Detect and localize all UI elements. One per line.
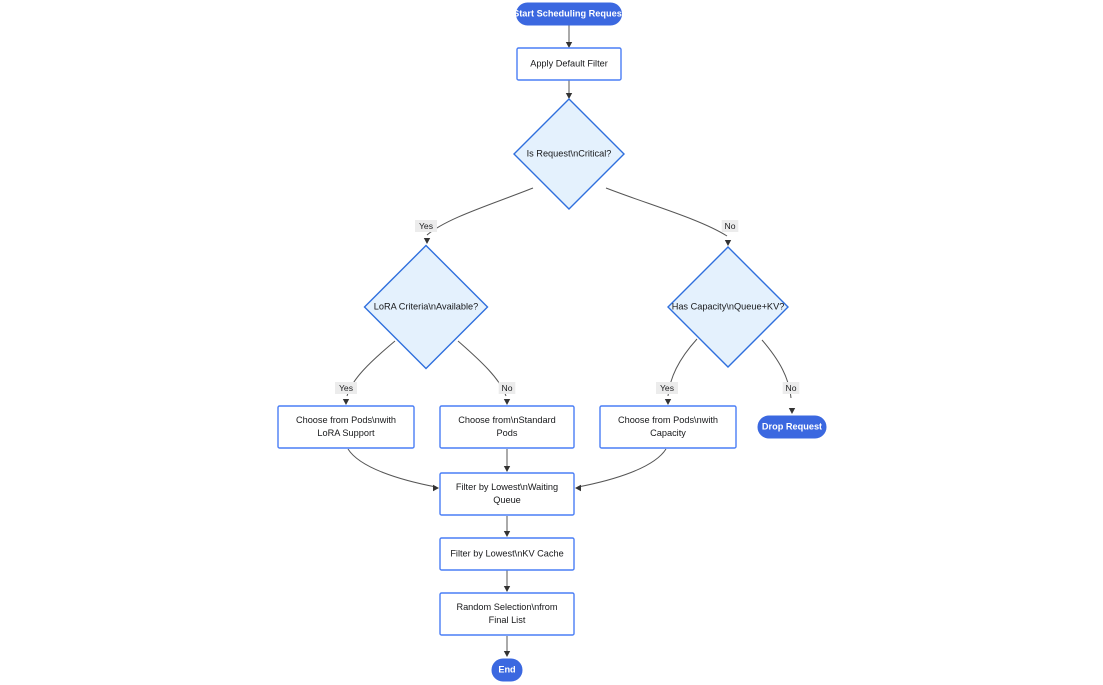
process-shape[interactable] (439, 405, 575, 449)
node-label: Filter by Lowest\nWaiting (456, 482, 558, 492)
edge-arrowhead (433, 484, 439, 492)
edge-label-text: Yes (660, 383, 674, 393)
edge-start-to-apply_default_filter (565, 25, 573, 48)
edge-label-lora_criteria_available-yes: Yes (335, 382, 357, 394)
node-drop_request[interactable]: Drop Request (757, 415, 827, 439)
edge-arrowhead (565, 93, 573, 99)
edge-choose_pods_lora-to-filter_waiting_queue (347, 448, 439, 492)
process-shape[interactable] (439, 592, 575, 636)
node-label: Pods (497, 428, 518, 438)
node-label: Capacity (650, 428, 686, 438)
edge-lora_criteria_available-to-choose_standard_pods (457, 340, 511, 405)
edge-arrowhead (503, 531, 511, 537)
edge-label-lora_criteria_available-no: No (498, 382, 516, 394)
node-label: LoRA Support (317, 428, 375, 438)
node-has_capacity[interactable]: Has Capacity\nQueue+KV? (667, 246, 789, 368)
edge-arrowhead (503, 399, 511, 405)
process-shape[interactable] (277, 405, 415, 449)
edge-label-background (656, 382, 678, 394)
edge-arrowhead (788, 408, 796, 414)
edge-random_selection-to-end (503, 636, 511, 657)
edge-label-background (415, 220, 437, 232)
edge-label-text: Yes (419, 221, 433, 231)
edge-arrowhead (503, 466, 511, 472)
terminal-shape[interactable] (757, 415, 827, 439)
terminal-shape[interactable] (491, 658, 523, 682)
decision-shape[interactable] (667, 246, 789, 368)
edge-label-background (335, 382, 357, 394)
edge-arrowhead (503, 586, 511, 592)
edge-choose_pods_capacity-to-filter_waiting_queue (575, 448, 667, 492)
node-filter_kv_cache[interactable]: Filter by Lowest\nKV Cache (439, 537, 575, 571)
edge-filter_waiting_queue-to-filter_kv_cache (503, 516, 511, 537)
node-label: Final List (489, 615, 526, 625)
edge-line (426, 187, 534, 236)
node-label: Is Request\nCritical? (527, 148, 612, 158)
node-label: Choose from Pods\nwith (618, 415, 718, 425)
node-label: Random Selection\nfrom (456, 602, 557, 612)
edge-label-has_capacity-no: No (782, 382, 800, 394)
edge-lora_criteria_available-to-choose_pods_lora (342, 340, 396, 405)
edge-filter_kv_cache-to-random_selection (503, 570, 511, 592)
edge-arrowhead (664, 399, 672, 405)
edge-line (347, 448, 437, 488)
edge-apply_default_filter-to-is_request_critical (565, 80, 573, 99)
edge-line (605, 187, 728, 237)
process-shape[interactable] (516, 47, 622, 81)
edge-label-text: No (786, 383, 797, 393)
node-label: Apply Default Filter (530, 58, 608, 68)
edge-label-has_capacity-yes: Yes (656, 382, 678, 394)
edge-label-background (782, 382, 800, 394)
decision-shape[interactable] (513, 98, 625, 210)
node-label: Start Scheduling Request (513, 8, 625, 18)
edge-label-text: Yes (339, 383, 353, 393)
node-is_request_critical[interactable]: Is Request\nCritical? (513, 98, 625, 210)
edge-label-background (721, 220, 739, 232)
process-shape[interactable] (439, 472, 575, 516)
edge-choose_standard_pods-to-filter_waiting_queue (503, 449, 511, 472)
process-shape[interactable] (599, 405, 737, 449)
edge-label-is_request_critical-no: No (721, 220, 739, 232)
edge-arrowhead (565, 42, 573, 48)
edge-label-text: No (502, 383, 513, 393)
node-end[interactable]: End (491, 658, 523, 682)
node-lora_criteria_available[interactable]: LoRA Criteria\nAvailable? (363, 244, 489, 370)
node-label: Choose from Pods\nwith (296, 415, 396, 425)
edge-has_capacity-to-choose_pods_capacity (664, 338, 698, 405)
edge-is_request_critical-to-has_capacity (605, 187, 732, 246)
node-apply_default_filter[interactable]: Apply Default Filter (516, 47, 622, 81)
node-label: End (498, 664, 515, 674)
edge-is_request_critical-to-lora_criteria_available (423, 187, 534, 244)
edge-arrowhead (423, 238, 431, 244)
edge-arrowhead (575, 484, 581, 492)
process-shape[interactable] (439, 537, 575, 571)
edge-arrowhead (342, 399, 350, 405)
node-label: LoRA Criteria\nAvailable? (374, 301, 479, 311)
node-label: Has Capacity\nQueue+KV? (672, 301, 785, 311)
node-start[interactable]: Start Scheduling Request (513, 2, 625, 26)
edge-line (577, 448, 667, 488)
edge-label-background (498, 382, 516, 394)
edge-arrowhead (503, 651, 511, 657)
edge-label-is_request_critical-yes: Yes (415, 220, 437, 232)
node-label: Filter by Lowest\nKV Cache (450, 548, 563, 558)
edge-label-text: No (725, 221, 736, 231)
node-label: Drop Request (762, 421, 822, 431)
node-label: Queue (493, 495, 521, 505)
edge-arrowhead (724, 240, 732, 246)
edge-has_capacity-to-drop_request (761, 339, 796, 414)
node-label: Choose from\nStandard (458, 415, 556, 425)
decision-shape[interactable] (363, 244, 489, 370)
terminal-shape[interactable] (516, 2, 622, 26)
